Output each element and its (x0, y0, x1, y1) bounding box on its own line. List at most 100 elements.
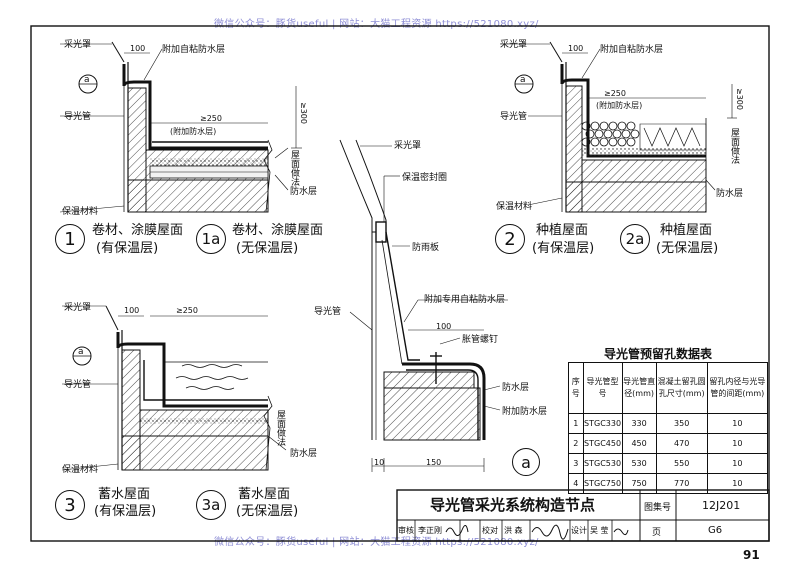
detail-3-drawing (61, 305, 287, 471)
da-tube-label: 导光管 (314, 307, 342, 317)
d1-tube-label: 导光管 (64, 112, 92, 122)
detail-1a-title: 卷材、涂膜屋面 (232, 223, 324, 238)
detail-1-subtitle: (有保温层) (96, 241, 159, 256)
detail-3a-subtitle: (无保温层) (236, 504, 299, 519)
d1-dim-250: ≥250 (200, 114, 222, 123)
detail-1-number: 1 (55, 224, 85, 254)
table-cell: 1 (568, 413, 584, 434)
detail-2-subtitle: (有保温层) (532, 241, 595, 256)
detail-3-subtitle: (有保温层) (94, 504, 157, 519)
d3-tube-label: 导光管 (64, 380, 92, 390)
table-row: 1 STGC330 330 350 10 (568, 413, 769, 434)
header-gap: 留孔内径与光导管的间距(mm) (706, 362, 769, 414)
check-name: 洪 森 (504, 526, 523, 535)
d3-insulation-label: 保温材料 (62, 465, 99, 475)
d2-insulation-label: 保温材料 (496, 202, 533, 212)
table-cell: 770 (655, 473, 708, 494)
d1-insulation-label: 保温材料 (62, 207, 99, 217)
page-label: 页 (652, 528, 662, 538)
detail-2a-number: 2a (620, 224, 650, 254)
table-title: 导光管预留孔数据表 (604, 347, 713, 361)
d1-add-layer-label: 附加自粘防水层 (162, 45, 226, 55)
d1-dim-100: 100 (130, 44, 146, 53)
review-label: 审核 (398, 526, 414, 535)
detail-1a-number: 1a (196, 224, 226, 254)
table-row: 3 STGC530 530 550 10 (568, 453, 769, 474)
d1-roof-method: 屋面做法 (289, 150, 299, 186)
detail-2-drawing (500, 41, 737, 213)
detail-2a-title: 种植屋面 (660, 223, 713, 238)
d2-add-note: (附加防水层) (596, 101, 643, 110)
header-diameter: 导光管直径(mm) (621, 362, 657, 414)
detail-1-title: 卷材、涂膜屋面 (92, 223, 184, 238)
d2-roof-method: 屋面做法 (729, 128, 739, 164)
header-index: 序号 (568, 362, 584, 414)
detail-3a-number: 3a (196, 490, 226, 520)
da-rain-plate-label: 防雨板 (412, 243, 440, 253)
d2-section-ref: a (520, 75, 526, 85)
watermark-bottom: 微信公众号：豚货useful | 网站：大猫工程资源 https://52108… (214, 537, 539, 548)
da-dim-10: 10 (374, 458, 385, 467)
table-cell: 3 (568, 453, 584, 474)
detail-2-title: 种植屋面 (536, 223, 589, 238)
d1-waterproof-label: 防水层 (290, 187, 318, 197)
table-cell: 470 (655, 433, 708, 454)
table-cell: 10 (706, 473, 769, 494)
d1-cover-label: 采光罩 (64, 40, 92, 50)
table-cell: 450 (621, 433, 657, 454)
detail-2-number: 2 (495, 224, 525, 254)
detail-a-drawing (339, 139, 508, 472)
d2-add-layer-label: 附加自粘防水层 (600, 45, 664, 55)
hole-data-table: 序号 导光管型号 导光管直径(mm) 混凝土留孔圆孔尺寸(mm) 留孔内径与光导… (568, 362, 769, 494)
detail-3-title: 蓄水屋面 (98, 487, 151, 502)
da-dim-100: 100 (436, 322, 452, 331)
da-dim-150: 150 (426, 458, 442, 467)
d2-tube-label: 导光管 (500, 112, 528, 122)
detail-3-number: 3 (55, 490, 85, 520)
table-cell: 530 (621, 453, 657, 474)
d1-dim-300: ≥300 (299, 102, 308, 124)
table-row: 4 STGC750 750 770 10 (568, 473, 769, 494)
table-cell: 10 (706, 413, 769, 434)
table-cell: STGC750 (582, 473, 623, 494)
table-cell: STGC330 (582, 413, 623, 434)
sheet-number: G6 (708, 525, 723, 536)
d2-dim-250: ≥250 (604, 89, 626, 98)
header-hole-size: 混凝土留孔圆孔尺寸(mm) (655, 362, 708, 414)
d2-waterproof-label: 防水层 (716, 189, 744, 199)
d2-cover-label: 采光罩 (500, 40, 528, 50)
d3-dim-100: 100 (124, 306, 140, 315)
da-add-waterproof-label: 附加防水层 (502, 407, 548, 417)
table-cell: STGC450 (582, 433, 623, 454)
da-seal-label: 保温密封圈 (402, 173, 448, 183)
design-name: 吴 莹 (590, 526, 609, 535)
atlas-label: 图集号 (644, 503, 672, 513)
da-screw-label: 胀管螺钉 (462, 335, 499, 345)
table-cell: 4 (568, 473, 584, 494)
header-model: 导光管型号 (582, 362, 623, 414)
d1-add-note: (附加防水层) (170, 127, 217, 136)
review-name: 李正刚 (418, 526, 442, 535)
page-number: 91 (743, 548, 760, 562)
table-cell: 350 (655, 413, 708, 434)
table-row: 2 STGC450 450 470 10 (568, 433, 769, 454)
table-cell: 550 (655, 453, 708, 474)
d3-section-ref: a (78, 347, 84, 357)
watermark-top: 微信公众号：豚货useful | 网站：大猫工程资源 https://52108… (214, 19, 539, 30)
table-header-row: 序号 导光管型号 导光管直径(mm) 混凝土留孔圆孔尺寸(mm) 留孔内径与光导… (568, 362, 769, 414)
d3-waterproof-label: 防水层 (290, 449, 318, 459)
d2-dim-300: ≥300 (735, 88, 744, 110)
d1-section-ref: a (84, 75, 90, 85)
d3-roof-method: 屋面做法 (275, 410, 285, 446)
d3-cover-label: 采光罩 (64, 303, 92, 313)
table-cell: 2 (568, 433, 584, 454)
d2-dim-100: 100 (568, 44, 584, 53)
atlas-number: 12J201 (702, 499, 741, 512)
detail-3a-title: 蓄水屋面 (238, 487, 291, 502)
table-cell: STGC530 (582, 453, 623, 474)
design-label: 设计 (571, 526, 587, 535)
drawing-title: 导光管采光系统构造节点 (430, 496, 596, 514)
detail-2a-subtitle: (无保温层) (656, 241, 719, 256)
d3-dim-250: ≥250 (176, 306, 198, 315)
